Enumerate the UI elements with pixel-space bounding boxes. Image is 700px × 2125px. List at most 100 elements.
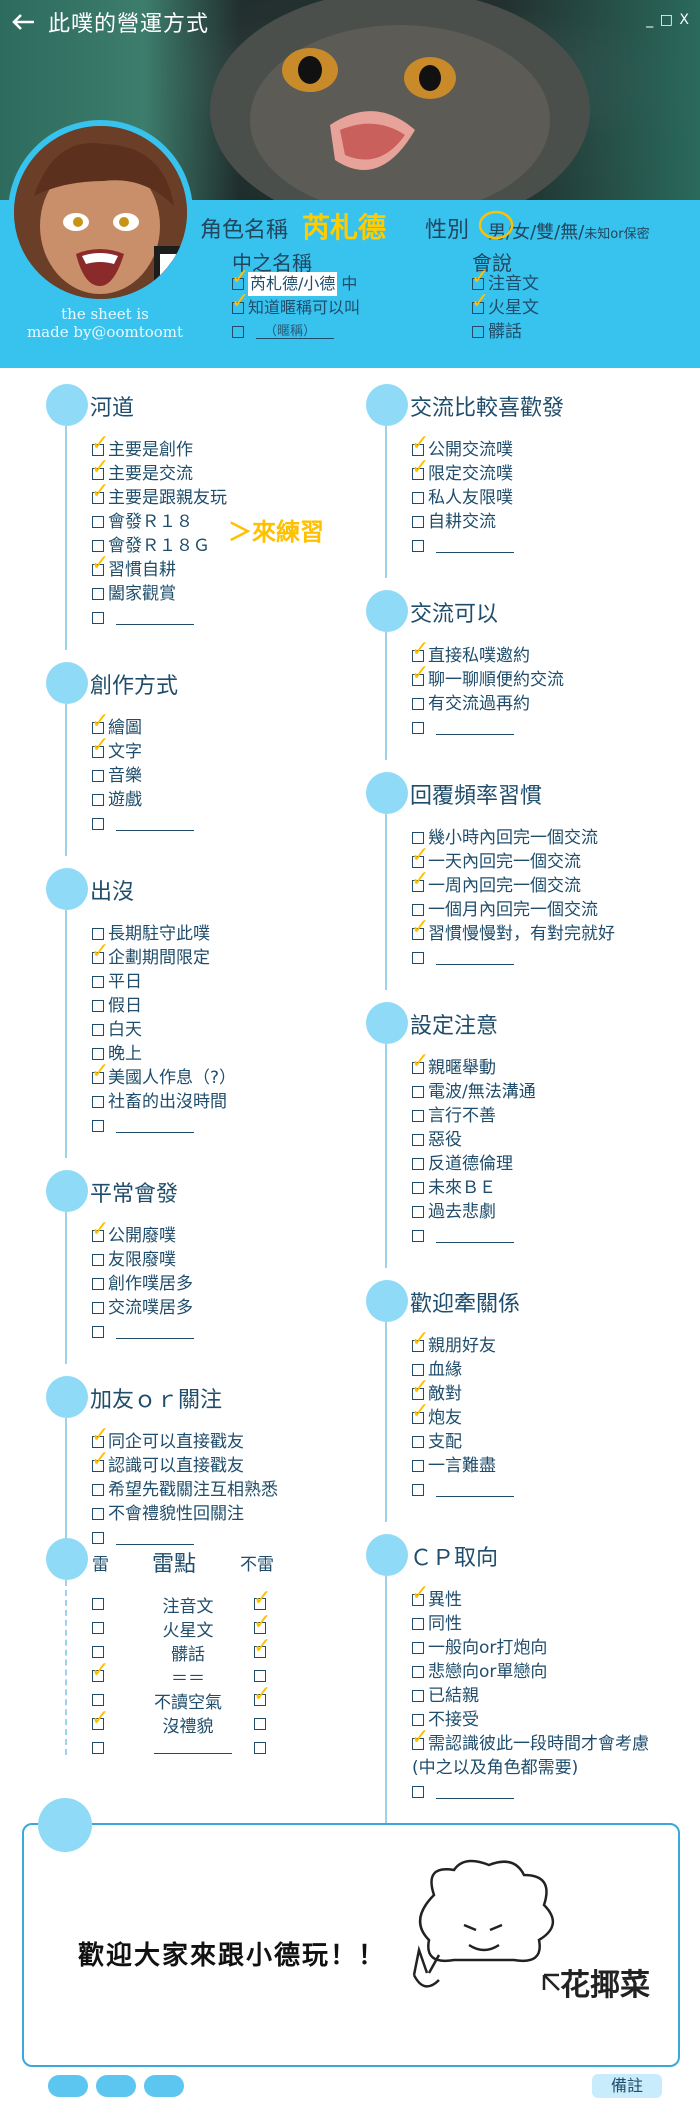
checkbox[interactable] — [92, 516, 104, 528]
not-mine-checkbox[interactable] — [253, 1682, 271, 1707]
window-controls[interactable]: _ □ X — [646, 12, 690, 28]
checkbox-checked[interactable] — [411, 1726, 429, 1750]
blank-option[interactable] — [412, 946, 615, 970]
checkbox-option[interactable]: 過去悲劇 — [412, 1200, 536, 1224]
checkbox[interactable] — [412, 492, 424, 504]
voice-option[interactable]: 芮札德/小德中 — [231, 266, 360, 296]
checkbox-option[interactable]: 公開交流噗 — [411, 432, 514, 462]
checkbox-option[interactable]: 電波/無法溝通 — [412, 1080, 536, 1104]
checkbox-option[interactable]: 直接私噗邀約 — [411, 638, 564, 668]
bottom-tab-2[interactable] — [96, 2075, 136, 2097]
checkbox-option[interactable]: 需認識彼此一段時間才會考慮 — [411, 1726, 649, 1756]
checkbox[interactable] — [472, 326, 484, 338]
blank-option[interactable] — [92, 1114, 236, 1138]
checkbox-option[interactable]: 友限廢噗 — [92, 1248, 194, 1272]
checkbox-option[interactable]: 敵對 — [411, 1376, 514, 1406]
checkbox-option[interactable]: 希望先戳關注互相熟悉 — [92, 1478, 278, 1502]
checkbox[interactable] — [92, 1484, 104, 1496]
checkbox-checked[interactable] — [411, 662, 429, 686]
checkbox[interactable] — [412, 1436, 424, 1448]
checkbox[interactable] — [412, 1134, 424, 1146]
checkbox-option[interactable]: 習慣自耕 — [91, 552, 227, 582]
mine-checkbox[interactable] — [91, 1658, 109, 1683]
checkbox-option[interactable]: 習慣慢慢對，有對完就好 — [411, 916, 615, 946]
checkbox-option[interactable]: 遊戲 — [92, 788, 194, 812]
checkbox-option[interactable]: 同性 — [412, 1612, 649, 1636]
checkbox-checked[interactable] — [91, 1060, 109, 1084]
checkbox-option[interactable]: 有交流過再約 — [412, 692, 564, 716]
checkbox-option[interactable]: 一個月內回完一個交流 — [412, 898, 615, 922]
checkbox-option[interactable]: 幾小時內回完一個交流 — [412, 826, 615, 850]
checkbox-option[interactable]: 未來ＢＥ — [412, 1176, 536, 1200]
not-mine-checkbox[interactable] — [254, 1718, 266, 1730]
checkbox[interactable] — [412, 722, 424, 734]
checkbox[interactable] — [412, 1618, 424, 1630]
checkbox-option[interactable]: 異性 — [411, 1582, 649, 1612]
mine-checkbox[interactable] — [91, 1706, 109, 1731]
checkbox[interactable] — [412, 1666, 424, 1678]
checkbox-checked[interactable] — [91, 1218, 109, 1242]
checkbox[interactable] — [412, 1484, 424, 1496]
checkbox-option[interactable]: 支配 — [412, 1430, 514, 1454]
checkbox-checked[interactable] — [411, 456, 429, 480]
checkbox[interactable] — [412, 1460, 424, 1472]
mine-checkbox[interactable] — [92, 1598, 104, 1610]
checkbox-checked[interactable] — [471, 290, 489, 314]
checkbox[interactable] — [92, 1000, 104, 1012]
checkbox-checked[interactable] — [91, 480, 109, 504]
blank-option[interactable] — [412, 1780, 649, 1804]
checkbox-option[interactable]: 會發Ｒ１８Ｇ — [92, 534, 227, 558]
blank-option[interactable] — [92, 1526, 278, 1550]
checkbox-option[interactable]: 注音文 — [471, 266, 539, 296]
checkbox-option[interactable]: 主要是跟親友玩 — [91, 480, 227, 510]
checkbox[interactable] — [92, 818, 104, 830]
checkbox[interactable] — [412, 1110, 424, 1122]
blank-option[interactable] — [92, 812, 194, 836]
checkbox[interactable] — [412, 1182, 424, 1194]
mine-checkbox[interactable] — [92, 1622, 104, 1634]
checkbox-option[interactable]: 認識可以直接戳友 — [91, 1448, 278, 1478]
remark-button[interactable]: 備註 — [592, 2074, 662, 2098]
voice-option[interactable]: （暱稱） — [232, 320, 360, 344]
checkbox-option[interactable]: 一天內回完一個交流 — [411, 844, 615, 874]
checkbox-option[interactable]: 不接受 — [412, 1708, 649, 1732]
checkbox[interactable] — [92, 1532, 104, 1544]
checkbox-option[interactable]: 企劃期間限定 — [91, 940, 236, 970]
mine-checkbox[interactable] — [92, 1646, 104, 1658]
checkbox-option[interactable]: 一周內回完一個交流 — [411, 868, 615, 898]
checkbox-option[interactable]: 美國人作息（?） — [91, 1060, 236, 1090]
checkbox-option[interactable]: 晚上 — [92, 1042, 236, 1066]
checkbox-checked[interactable] — [411, 1400, 429, 1424]
checkbox-checked[interactable] — [91, 940, 109, 964]
voice-option[interactable]: 知道暱稱可以叫 — [231, 290, 360, 320]
checkbox-option[interactable]: 炮友 — [411, 1400, 514, 1430]
checkbox[interactable] — [231, 290, 249, 314]
checkbox-option[interactable]: 親暱舉動 — [411, 1050, 536, 1080]
checkbox[interactable] — [232, 326, 244, 338]
mine-checkbox[interactable] — [92, 1742, 104, 1754]
checkbox-option[interactable]: 闔家觀賞 — [92, 582, 227, 606]
checkbox-option[interactable]: 一言難盡 — [412, 1454, 514, 1478]
checkbox[interactable] — [412, 1158, 424, 1170]
checkbox-option[interactable]: 文字 — [91, 734, 194, 764]
checkbox-option[interactable]: 一般向or打炮向 — [412, 1636, 649, 1660]
mine-checkbox[interactable] — [92, 1694, 104, 1706]
checkbox-option[interactable]: 親朋好友 — [411, 1328, 514, 1358]
checkbox-option[interactable]: 惡役 — [412, 1128, 536, 1152]
checkbox[interactable] — [412, 1086, 424, 1098]
checkbox-option[interactable]: 不會禮貌性回關注 — [92, 1502, 278, 1526]
blank-option[interactable] — [412, 1224, 536, 1248]
checkbox-checked[interactable] — [411, 1582, 429, 1606]
checkbox[interactable] — [412, 698, 424, 710]
not-mine-checkbox[interactable] — [253, 1586, 271, 1611]
checkbox-option[interactable]: 火星文 — [471, 290, 539, 320]
checkbox-option[interactable]: 同企可以直接戳友 — [91, 1424, 278, 1454]
checkbox[interactable] — [92, 612, 104, 624]
blank-option[interactable] — [412, 1478, 514, 1502]
not-mine-checkbox[interactable] — [254, 1670, 266, 1682]
checkbox-checked[interactable] — [91, 1448, 109, 1472]
not-mine-checkbox[interactable] — [253, 1610, 271, 1635]
checkbox-option[interactable]: 私人友限噗 — [412, 486, 514, 510]
checkbox[interactable] — [92, 1254, 104, 1266]
checkbox[interactable] — [412, 1690, 424, 1702]
